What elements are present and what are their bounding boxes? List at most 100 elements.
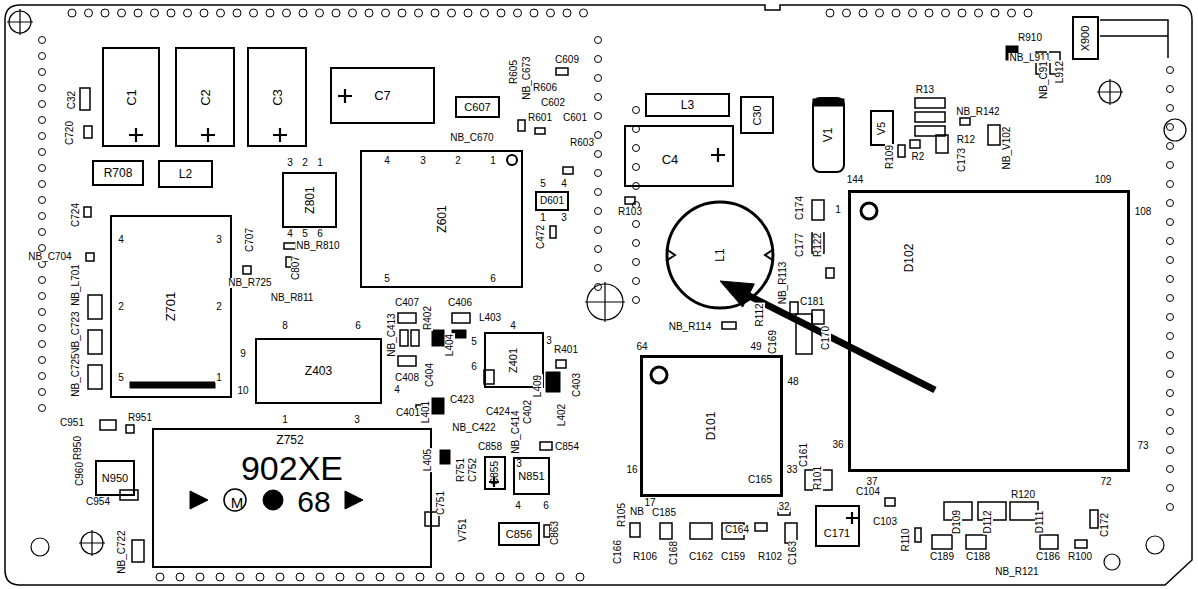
via-hole [39,101,46,108]
part-label: C854 [554,442,580,452]
solder-pad [80,88,90,110]
via-hole [382,9,390,17]
via-hole [316,9,324,17]
part-designator: 902XE [241,451,343,485]
via-hole [859,9,867,17]
via-hole [276,573,284,581]
part-label: 3 [215,235,223,245]
via-hole [1167,105,1174,112]
component-outline: X900 [1072,16,1099,60]
filled-pad [546,372,560,392]
part-label: C104 [855,487,881,497]
part-designator: L2 [179,168,192,180]
mounting-mark [1104,554,1120,570]
part-label: 3 [419,156,427,166]
part-label: 4 [286,229,294,239]
part-label: C170 [821,325,831,351]
solder-pad [126,425,134,433]
solder-pad [898,145,905,157]
solder-pad [88,365,102,389]
part-label: 48 [786,377,799,387]
via-hole [217,9,225,17]
solder-pad [790,302,798,314]
solder-pad [630,523,640,537]
part-label: R110 [901,527,911,552]
polarity-mark [338,89,352,103]
via-hole [39,325,46,332]
via-hole [39,341,46,348]
via-hole [365,9,373,17]
via-hole [39,69,46,76]
marking-symbol [263,490,283,510]
part-label: L402 [557,403,567,427]
via-hole [1167,276,1174,283]
via-hole [296,573,304,581]
via-hole [415,9,423,17]
part-label: 5 [383,274,391,284]
part-label: NB_C722 [117,529,127,574]
part-label: C602 [540,98,566,108]
via-hole [200,9,208,17]
part-label: C163 [788,540,798,566]
part-label: NB_C723 [71,310,81,355]
via-hole [536,573,544,581]
part-designator: D101 [706,412,718,441]
solder-pad [535,128,545,134]
mounting-mark [79,530,105,556]
part-label: C185 [651,508,677,518]
part-label: R751 [456,457,466,483]
via-hole [39,117,46,124]
via-hole [826,9,834,17]
via-hole [925,9,933,17]
mounting-mark [585,282,625,322]
part-designator: V5 [877,121,888,134]
part-label: 1 [215,373,223,383]
part-label: C960 [75,461,85,487]
part-label: C181 [799,297,825,307]
via-hole [336,573,344,581]
component-outline: C607 [455,96,500,118]
via-hole [892,9,900,17]
solder-pad [550,226,556,238]
marking-symbol [130,382,215,388]
via-hole [1167,295,1174,302]
part-label: NB_C725 [71,352,81,397]
solder-pad [540,442,552,450]
via-hole [456,573,464,581]
part-label: 8 [281,321,289,331]
part-label: 5 [117,373,125,383]
solder-pad [80,52,1098,562]
part-label: C954 [85,497,111,507]
part-label: 9 [239,349,247,359]
part-label: C173 [957,147,967,173]
via-hole [595,265,602,272]
via-hole [476,573,484,581]
part-label: NB_R142 [955,107,1000,117]
part-label: R12 [956,135,976,145]
part-designator: Z701 [164,292,177,322]
part-label: NB_C422 [451,423,496,433]
solder-pad [910,140,920,148]
part-label: R101 [813,465,823,491]
part-label: NB_C414 [511,409,521,454]
via-hole [1167,200,1174,207]
polarity-mark [201,128,215,142]
part-designator: C855 [490,461,500,485]
via-hole [633,297,640,304]
via-hole [68,9,76,17]
part-label: C103 [872,517,898,527]
part-designator: N851 [518,471,544,482]
via-hole [481,9,489,17]
part-label: C161 [799,442,809,468]
via-hole [1008,9,1016,17]
part-label: R105 [617,502,627,528]
part-label: 2 [454,156,462,166]
part-label: C720 [65,120,75,146]
part-label: 108 [1134,207,1153,217]
part-label: R606 [532,83,558,93]
part-label: L404 [445,333,455,357]
solder-pad [398,313,416,323]
mounting-mark [31,538,49,556]
via-hole [633,259,640,266]
